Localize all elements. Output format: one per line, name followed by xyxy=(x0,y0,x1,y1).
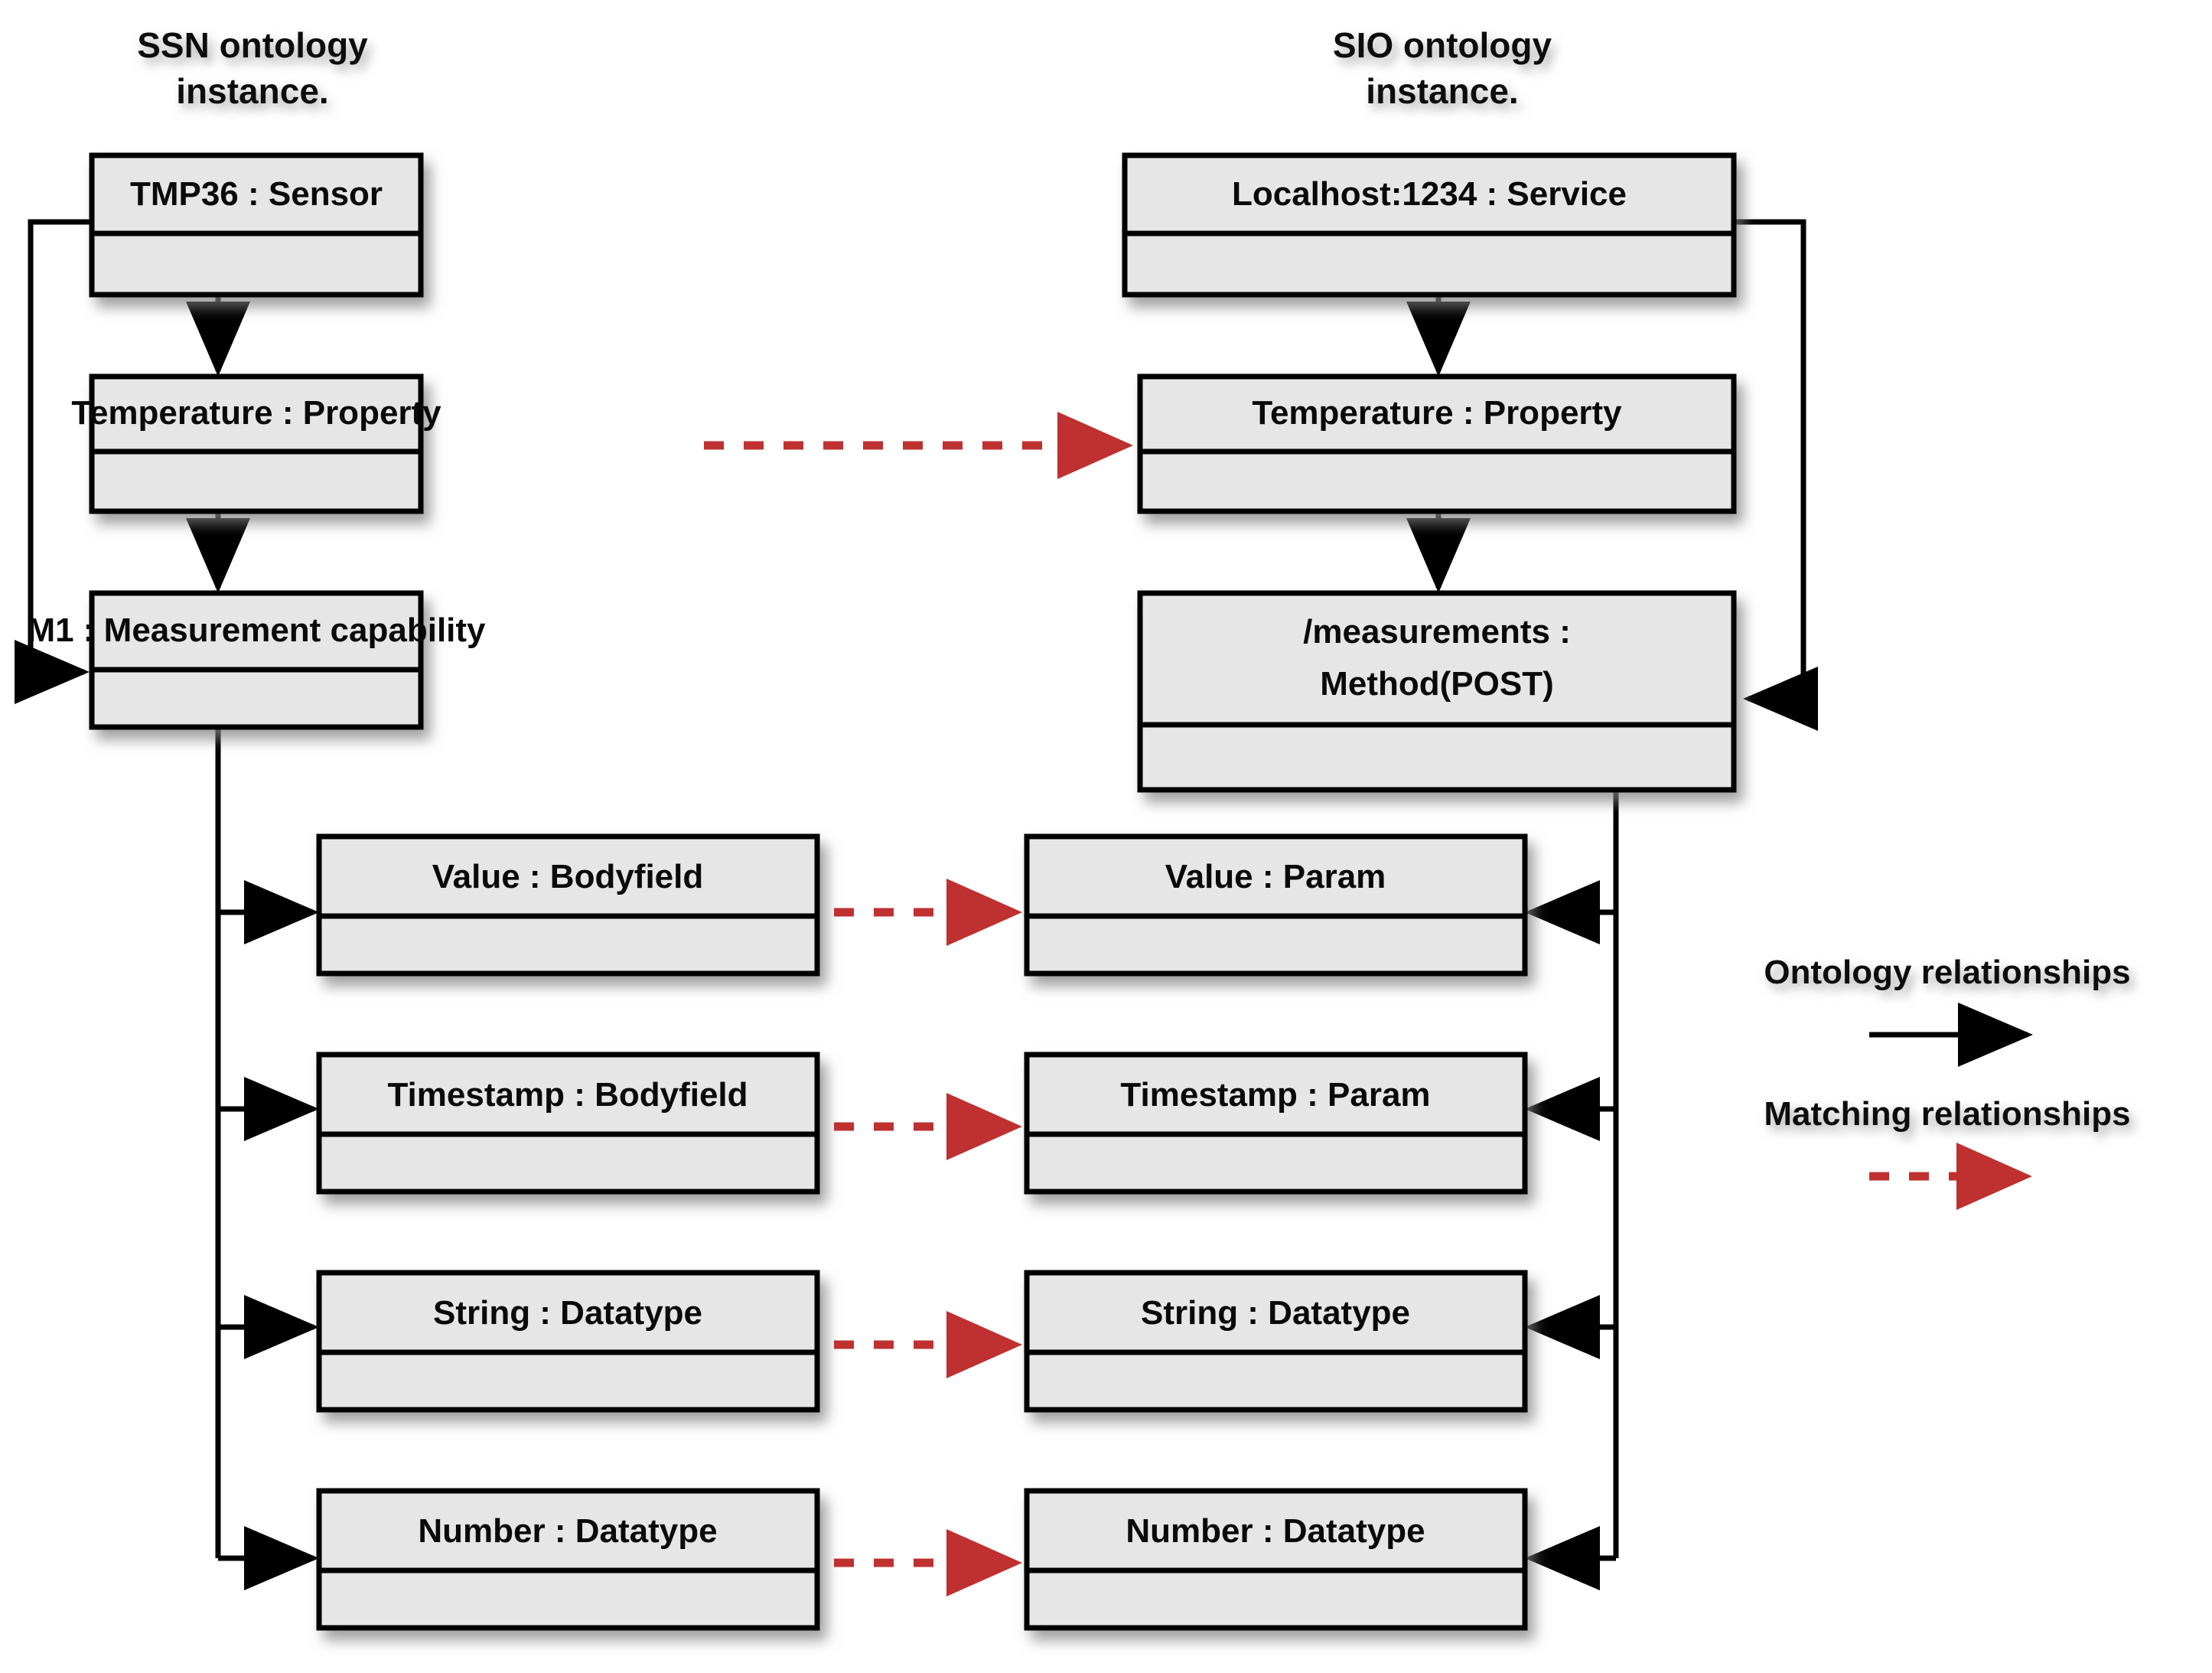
node-localhost[interactable] xyxy=(1122,152,1737,298)
legend: Ontology relationships Matching relation… xyxy=(1764,954,2131,1210)
node-number-right-body xyxy=(1024,1567,1528,1631)
node-m1-body xyxy=(89,667,424,730)
node-timestamp-right[interactable] xyxy=(1024,1052,1528,1195)
left-title-line2: instance. xyxy=(176,71,328,111)
node-timestamp-left-body xyxy=(316,1131,820,1195)
node-value-right-label: Value : Param xyxy=(1165,858,1386,895)
node-value-left-label: Value : Bodyfield xyxy=(432,858,704,895)
node-string-right[interactable] xyxy=(1024,1270,1528,1413)
node-string-left-body xyxy=(316,1349,820,1413)
node-temperature-right-label: Temperature : Property xyxy=(1252,394,1622,432)
node-timestamp-right-body xyxy=(1024,1131,1528,1195)
node-number-right[interactable] xyxy=(1024,1488,1528,1631)
node-measurements-header xyxy=(1137,590,1737,728)
node-value-left-header xyxy=(316,833,820,919)
node-measurements[interactable] xyxy=(1137,590,1737,793)
node-measurements-body xyxy=(1137,722,1737,793)
node-m1[interactable] xyxy=(89,590,424,730)
node-temperature-left-label: Temperature : Property xyxy=(71,394,441,432)
node-measurements-label-line1: /measurements : xyxy=(1303,613,1571,651)
node-localhost-header xyxy=(1122,152,1737,236)
node-tmp36[interactable] xyxy=(89,152,424,298)
legend-matching-label: Matching relationships xyxy=(1764,1095,2130,1133)
node-m1-header xyxy=(89,590,424,673)
node-localhost-body xyxy=(1122,230,1737,298)
node-number-right-label: Number : Datatype xyxy=(1126,1512,1425,1550)
node-value-right-body xyxy=(1024,913,1528,977)
node-localhost-label: Localhost:1234 : Service xyxy=(1232,175,1627,213)
node-timestamp-right-label: Timestamp : Param xyxy=(1120,1076,1430,1114)
node-timestamp-left-header xyxy=(316,1052,820,1137)
right-title-line2: instance. xyxy=(1366,71,1518,111)
node-string-right-body xyxy=(1024,1349,1528,1413)
left-title-line1: SSN ontology xyxy=(137,25,368,65)
node-timestamp-left-label: Timestamp : Bodyfield xyxy=(387,1076,748,1114)
node-value-right[interactable] xyxy=(1024,833,1528,977)
node-timestamp-left[interactable] xyxy=(316,1052,820,1195)
edge-tmp36-to-m1-loop xyxy=(15,219,92,704)
node-temperature-left-header xyxy=(89,373,424,455)
left-column-title: SSN ontology instance. xyxy=(137,25,368,111)
node-measurements-label-line2: Method(POST) xyxy=(1320,665,1554,703)
node-temperature-right-body xyxy=(1137,448,1737,514)
node-temperature-left-body xyxy=(89,448,424,514)
node-tmp36-body xyxy=(89,230,424,298)
node-number-left[interactable] xyxy=(316,1488,820,1631)
node-number-left-label: Number : Datatype xyxy=(418,1512,717,1550)
node-temperature-left[interactable] xyxy=(89,373,424,514)
node-tmp36-label: TMP36 : Sensor xyxy=(130,175,383,213)
node-value-left[interactable] xyxy=(316,833,820,977)
node-value-left-body xyxy=(316,913,820,977)
legend-ontology-label: Ontology relationships xyxy=(1764,954,2130,991)
node-number-left-body xyxy=(316,1567,820,1631)
node-string-left-header xyxy=(316,1270,820,1355)
right-column-title: SIO ontology instance. xyxy=(1333,25,1552,111)
node-string-right-label: String : Datatype xyxy=(1141,1294,1410,1332)
edge-localhost-to-measurements-loop xyxy=(1734,219,1818,731)
node-temperature-right[interactable] xyxy=(1137,373,1737,514)
node-m1-label: M1 : Measurement capability xyxy=(27,611,486,649)
node-string-left-label: String : Datatype xyxy=(433,1294,702,1332)
node-string-left[interactable] xyxy=(316,1270,820,1413)
right-title-line1: SIO ontology xyxy=(1333,25,1552,65)
node-number-left-header xyxy=(316,1488,820,1574)
